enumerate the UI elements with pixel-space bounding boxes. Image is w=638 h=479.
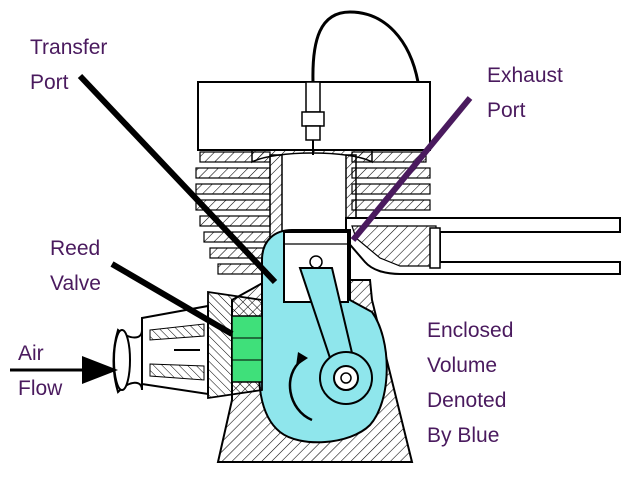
- enclosed-volume-label-line4: By Blue: [427, 424, 500, 447]
- reed-valve-label-line2: Valve: [50, 272, 101, 295]
- intake-carburetor: [112, 304, 209, 396]
- reed-valve-label: Reed Valve: [50, 231, 101, 301]
- transfer-port-pointer: [77, 73, 278, 285]
- exhaust-port-label-line1: Exhaust: [487, 64, 563, 87]
- exhaust-pipe: [345, 217, 621, 275]
- spark-plug-wire: [311, 10, 420, 83]
- reed-valve-pointer: [110, 261, 234, 337]
- exhaust-port-label-line2: Port: [487, 99, 526, 122]
- air-flow-label-line1: Air: [18, 342, 44, 365]
- air-flow-arrow: [10, 356, 118, 384]
- reed-valve: [231, 315, 263, 383]
- exhaust-port-pointer: [350, 96, 473, 242]
- enclosed-volume-label-line2: Volume: [427, 354, 498, 377]
- air-flow-label: Air Flow: [18, 336, 62, 406]
- enclosed-volume-label: Enclosed Volume Denoted By Blue: [427, 313, 513, 453]
- transfer-port-label: Transfer Port: [30, 30, 107, 100]
- enclosed-volume-label-line1: Enclosed: [427, 319, 514, 342]
- transfer-port-label-line2: Port: [30, 71, 69, 94]
- cylinder-wall-right: [345, 154, 357, 226]
- air-flow-label-line2: Flow: [18, 377, 63, 400]
- exhaust-port-label: Exhaust Port: [487, 58, 563, 128]
- transfer-port-label-line1: Transfer: [30, 36, 108, 59]
- reed-valve-label-line1: Reed: [50, 237, 101, 260]
- enclosed-volume-label-line3: Denoted: [427, 389, 507, 412]
